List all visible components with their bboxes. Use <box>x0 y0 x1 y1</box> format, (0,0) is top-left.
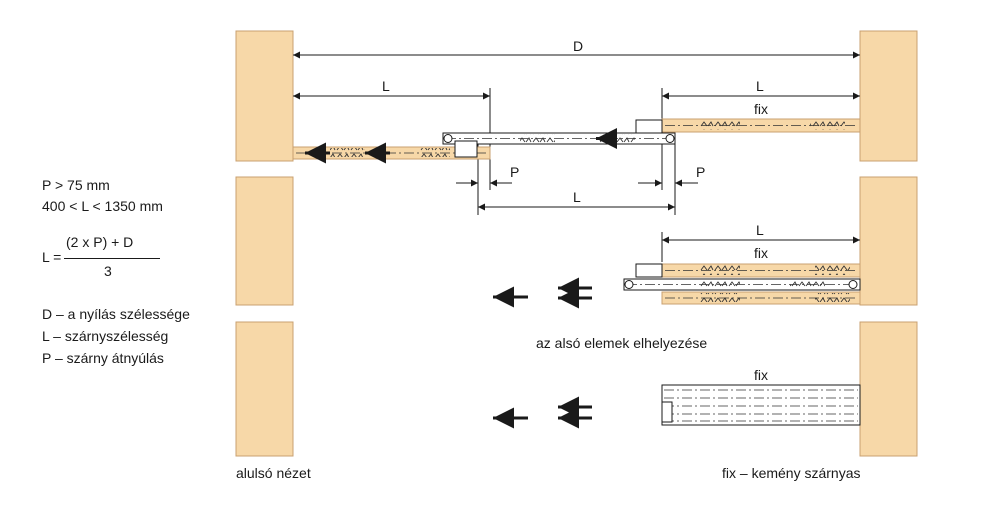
caption-bottom-view: alulsó nézet <box>236 465 311 481</box>
row2-leaves <box>623 263 861 305</box>
right-post-top <box>859 30 918 162</box>
caption-fixed-leaf: fix – kemény szárnyas <box>722 465 861 481</box>
row3-motion-arrows <box>493 396 592 429</box>
condition-P: P > 75 mm <box>42 177 110 193</box>
left-post-top <box>235 30 294 162</box>
label-L-left: L <box>382 78 390 94</box>
label-fix-row1: fix <box>754 101 768 117</box>
caption-placement: az alsó elemek elhelyezése <box>536 335 707 351</box>
left-post-middle <box>235 176 294 306</box>
definition-D: D – a nyílás szélessége <box>42 306 190 322</box>
definition-L: L – szárnyszélesség <box>42 328 169 344</box>
formula-fraction-bar <box>64 258 160 259</box>
row1-leaves <box>292 118 861 164</box>
row2-dimensions <box>661 232 860 262</box>
left-post-bottom <box>235 321 294 457</box>
right-post-middle <box>859 176 918 306</box>
formula-numerator: (2 x P) + D <box>66 234 134 250</box>
label-L-second-row: L <box>756 222 764 238</box>
formula-denominator: 3 <box>104 263 112 279</box>
condition-L: 400 < L < 1350 mm <box>42 198 163 214</box>
formula: L = (2 x P) + D 3 <box>42 234 162 284</box>
label-fix-row3: fix <box>754 367 768 383</box>
row2-motion-arrows <box>493 277 592 309</box>
label-P-right: P <box>696 164 705 180</box>
formula-lhs: L = <box>42 249 62 265</box>
label-L-middle: L <box>573 189 581 205</box>
wall-posts <box>235 30 918 457</box>
row3-fixed-assembly <box>661 384 861 426</box>
label-L-right-top: L <box>756 78 764 94</box>
label-P-left: P <box>510 164 519 180</box>
fixed-frame <box>661 384 861 426</box>
right-post-bottom <box>859 321 918 457</box>
row1-dimensions <box>293 51 860 215</box>
label-D: D <box>573 38 583 54</box>
definition-P: P – szárny átnyúlás <box>42 350 164 366</box>
label-fix-row2: fix <box>754 245 768 261</box>
